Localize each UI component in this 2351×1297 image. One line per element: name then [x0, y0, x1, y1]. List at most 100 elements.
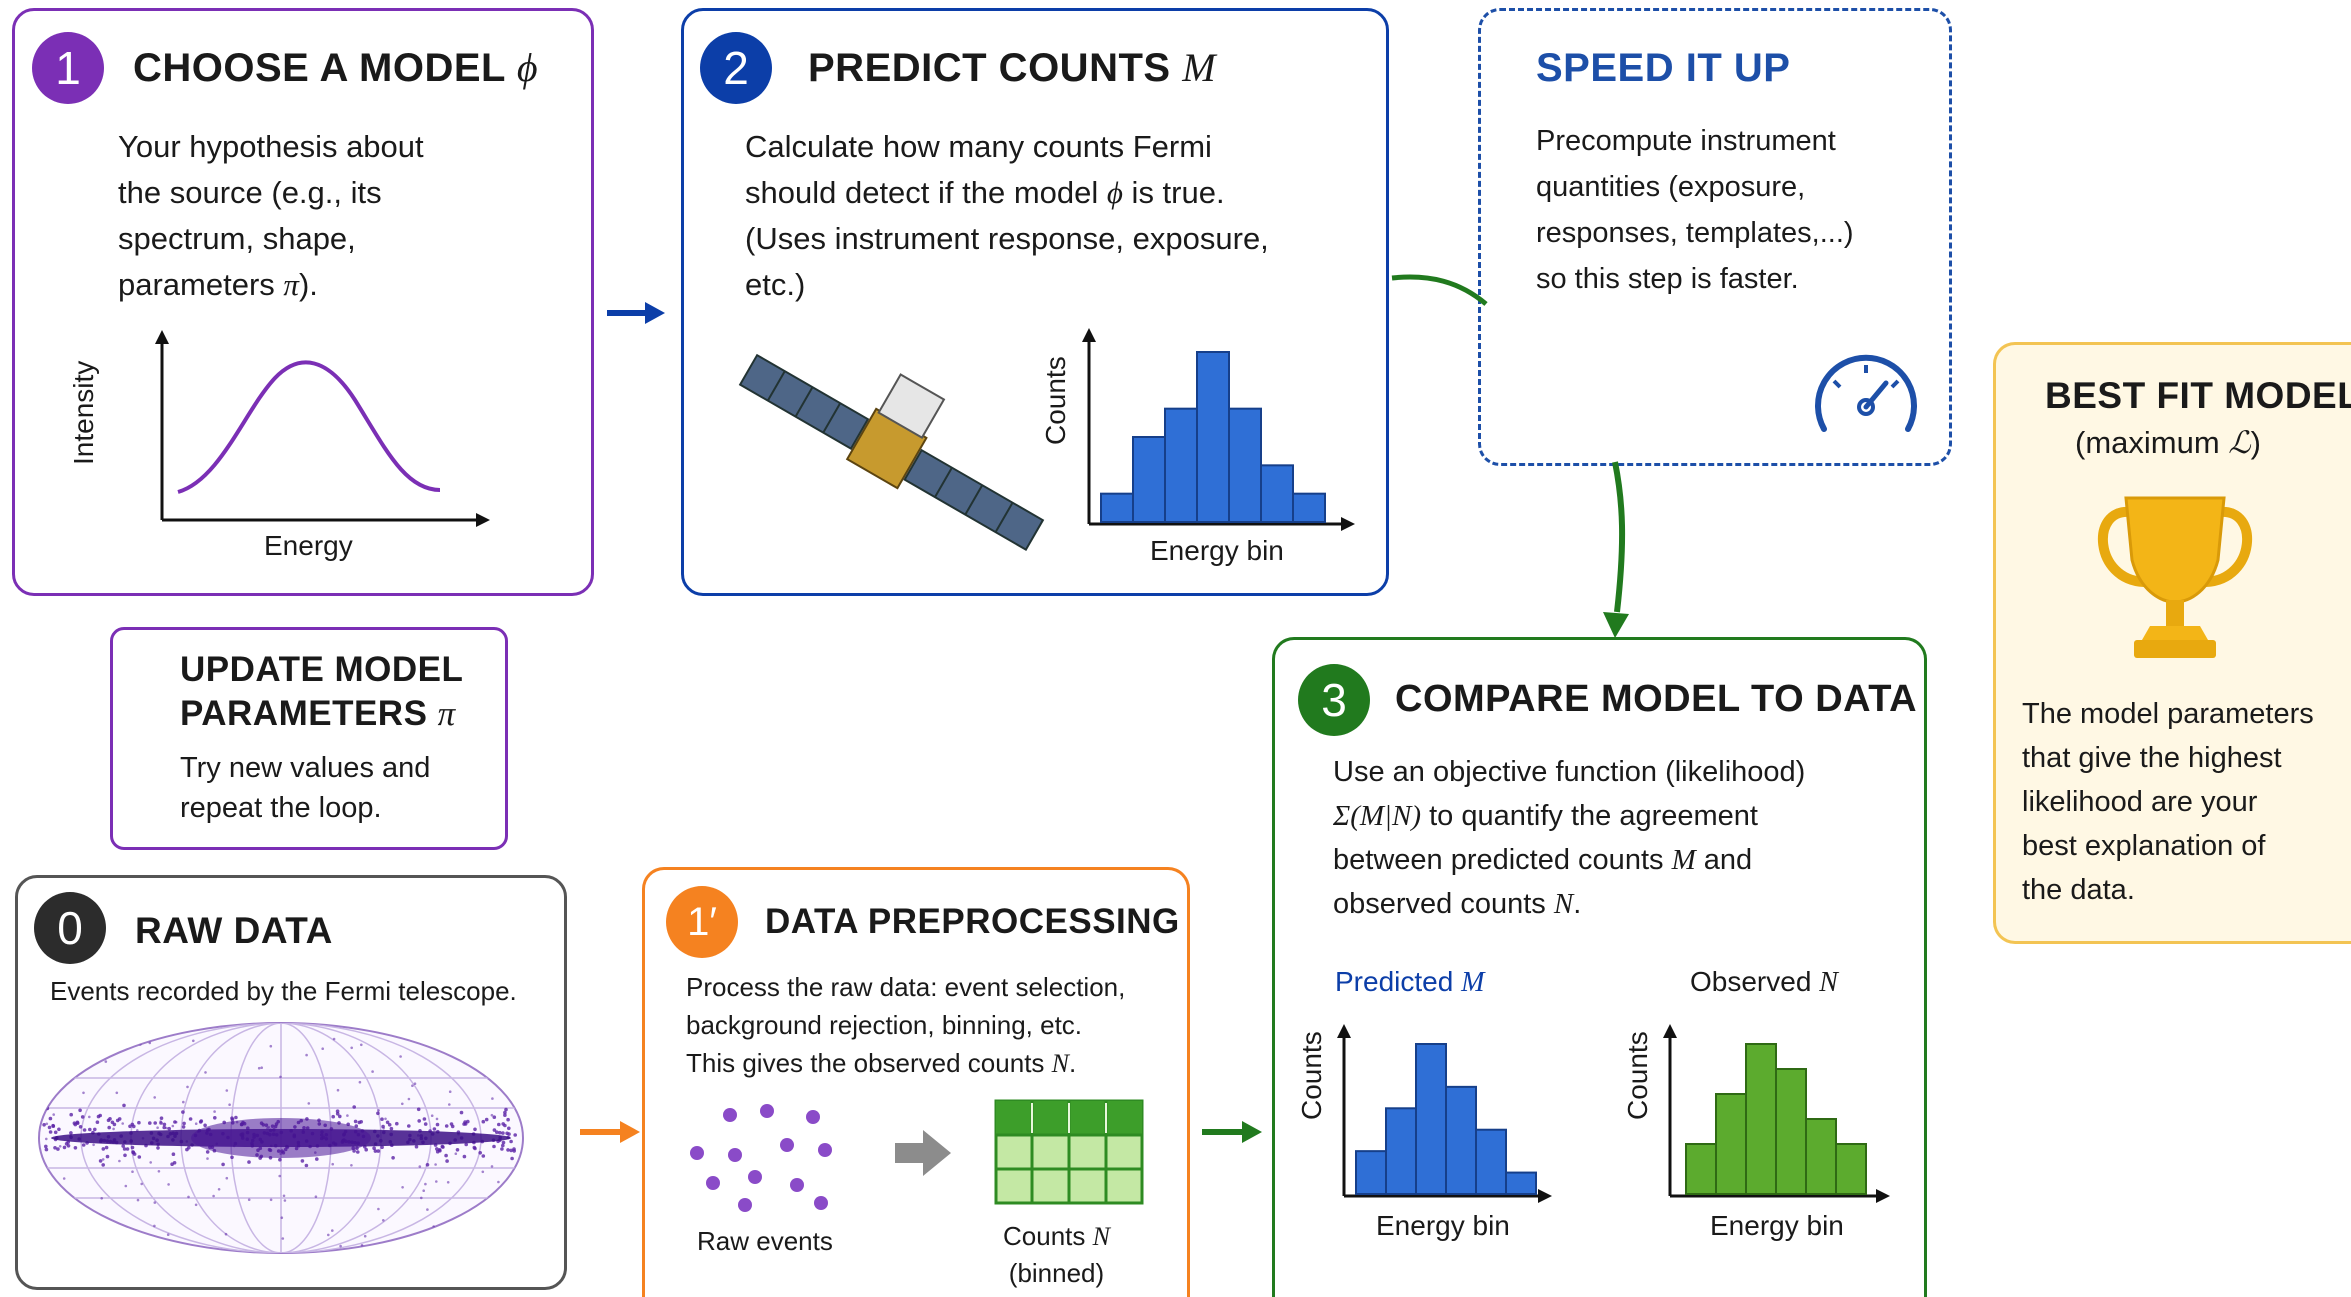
spectrum-curve [177, 360, 441, 494]
sky-event-dot [492, 1115, 497, 1119]
sky-event-dot [371, 1070, 374, 1073]
compare-description: Use an objective function (likelihood) Σ… [1333, 750, 1805, 926]
likelihood-symbol: ℒ [2228, 425, 2251, 460]
sky-event-dot [221, 1162, 225, 1167]
best-fit-box [1993, 342, 2351, 944]
choose-model-box [12, 8, 594, 596]
histogram-bar [1385, 1107, 1417, 1195]
predict-desc-line-2-b: is true. [1122, 175, 1225, 210]
speed-desc-line-2: quantities (exposure, [1536, 171, 1806, 203]
sky-event-dot [482, 1037, 485, 1041]
sky-event-dot [335, 1109, 340, 1113]
sky-event-dot [217, 1188, 221, 1191]
sky-event-dot [156, 1126, 159, 1129]
histogram-bar [1355, 1150, 1387, 1196]
satellite-left-panel [738, 353, 870, 450]
sky-event-dot [473, 1127, 477, 1132]
sky-event-dot [515, 1075, 519, 1078]
histogram-bar [1445, 1085, 1477, 1196]
sky-event-dot [501, 1143, 505, 1148]
sky-event-dot [234, 1115, 238, 1120]
sky-event-dot [81, 1143, 86, 1147]
best-fit-desc-line-3: likelihood are your [2022, 786, 2258, 818]
sky-event-dot [491, 1097, 494, 1100]
sky-event-dot [473, 1146, 477, 1151]
sky-event-dot [85, 1043, 89, 1046]
sky-event-dot [360, 1043, 363, 1047]
speed-it-up-title: SPEED IT UP [1536, 46, 1791, 90]
sky-event-dot [72, 1051, 76, 1054]
arrow-choose-to-predict [607, 302, 665, 324]
sky-event-dot [62, 1177, 66, 1180]
sky-event-dot [115, 1091, 119, 1095]
compare-desc-line-2-b: to quantify the agreement [1421, 800, 1758, 832]
pi-symbol-update: π [437, 694, 456, 733]
best-fit-subtitle-a: (maximum [2075, 425, 2229, 460]
sky-event-dot [257, 1066, 261, 1070]
sky-event-dot [174, 1120, 178, 1124]
sky-event-dot [300, 1159, 305, 1163]
observed-bars [1685, 1043, 1867, 1195]
histogram-bar [1745, 1043, 1777, 1195]
preprocess-description: Process the raw data: event selection, b… [686, 968, 1125, 1083]
sky-event-dot [132, 1124, 136, 1129]
satellite-right-panel [903, 448, 1045, 551]
histogram-bar [1685, 1143, 1717, 1195]
sky-event-dot [492, 1144, 496, 1149]
choose-desc-line-4: parameters π). [118, 262, 424, 308]
sky-event-dot [93, 1220, 97, 1224]
update-title-line-2: PARAMETERS π [180, 692, 463, 736]
sky-event-dot [52, 1113, 55, 1116]
sky-event-dot [119, 1230, 122, 1233]
sky-event-dot [440, 1033, 444, 1036]
predict-desc-line-1: Calculate how many counts Fermi [745, 129, 1212, 164]
histogram-bar [1805, 1118, 1837, 1195]
binned-counts-line-1: Counts N [1003, 1218, 1110, 1255]
histogram-bar [1292, 492, 1326, 524]
sky-event-dot [448, 1090, 452, 1093]
sky-event-dot [46, 1193, 49, 1197]
predict-desc-line-3: (Uses instrument response, exposure, [745, 221, 1269, 256]
update-params-box [110, 627, 508, 850]
sky-event-dot [225, 1089, 229, 1092]
observed-n-symbol: N [1819, 967, 1838, 998]
sky-event-dot [159, 1116, 164, 1120]
observed-label: Observed [1690, 966, 1812, 997]
sky-event-dot [422, 1117, 427, 1121]
sky-event-dot [82, 1128, 87, 1132]
sky-event-dot [444, 1124, 449, 1128]
sky-event-dot [224, 1232, 228, 1236]
raw-data-title: RAW DATA [135, 910, 333, 951]
sky-event-dot [331, 1229, 334, 1232]
sky-event-dot [48, 1116, 53, 1121]
sky-event-dot [377, 1109, 380, 1112]
sky-event-dot [188, 1117, 193, 1121]
choose-model-title: CHOOSE A MODEL ϕ [133, 44, 538, 91]
sky-event-dot [182, 1121, 186, 1126]
sky-event-dot [501, 1131, 505, 1135]
update-params-title: UPDATE MODEL PARAMETERS π [180, 648, 463, 736]
sky-event-dot [411, 1084, 414, 1087]
sky-event-dot [420, 1196, 423, 1200]
sky-event-dot [376, 1111, 380, 1116]
sky-event-dot [314, 1195, 318, 1198]
sky-event-dot [181, 1110, 185, 1114]
sky-event-dot [98, 1159, 103, 1163]
sky-event-dot [181, 1125, 186, 1129]
arrow-raw-to-preprocess [580, 1121, 640, 1143]
sky-event-dot [148, 1041, 152, 1045]
sky-event-dot [122, 1147, 127, 1151]
sky-event-dot [509, 1139, 513, 1144]
sky-event-dot [42, 1123, 46, 1127]
observed-x-label: Energy bin [1710, 1210, 1844, 1241]
predicted-histogram [1337, 1024, 1552, 1203]
sky-event-dot [407, 1124, 411, 1128]
choose-desc-line-4-b: ). [298, 267, 318, 302]
sky-event-dot [307, 1102, 311, 1105]
sky-event-dot [321, 1047, 325, 1050]
sky-event-dot [187, 1195, 190, 1199]
sky-event-dot [206, 1157, 209, 1160]
sky-event-dot [153, 1121, 157, 1125]
sky-event-dot [92, 1143, 95, 1147]
n-symbol-preprocess: N [1051, 1049, 1069, 1078]
